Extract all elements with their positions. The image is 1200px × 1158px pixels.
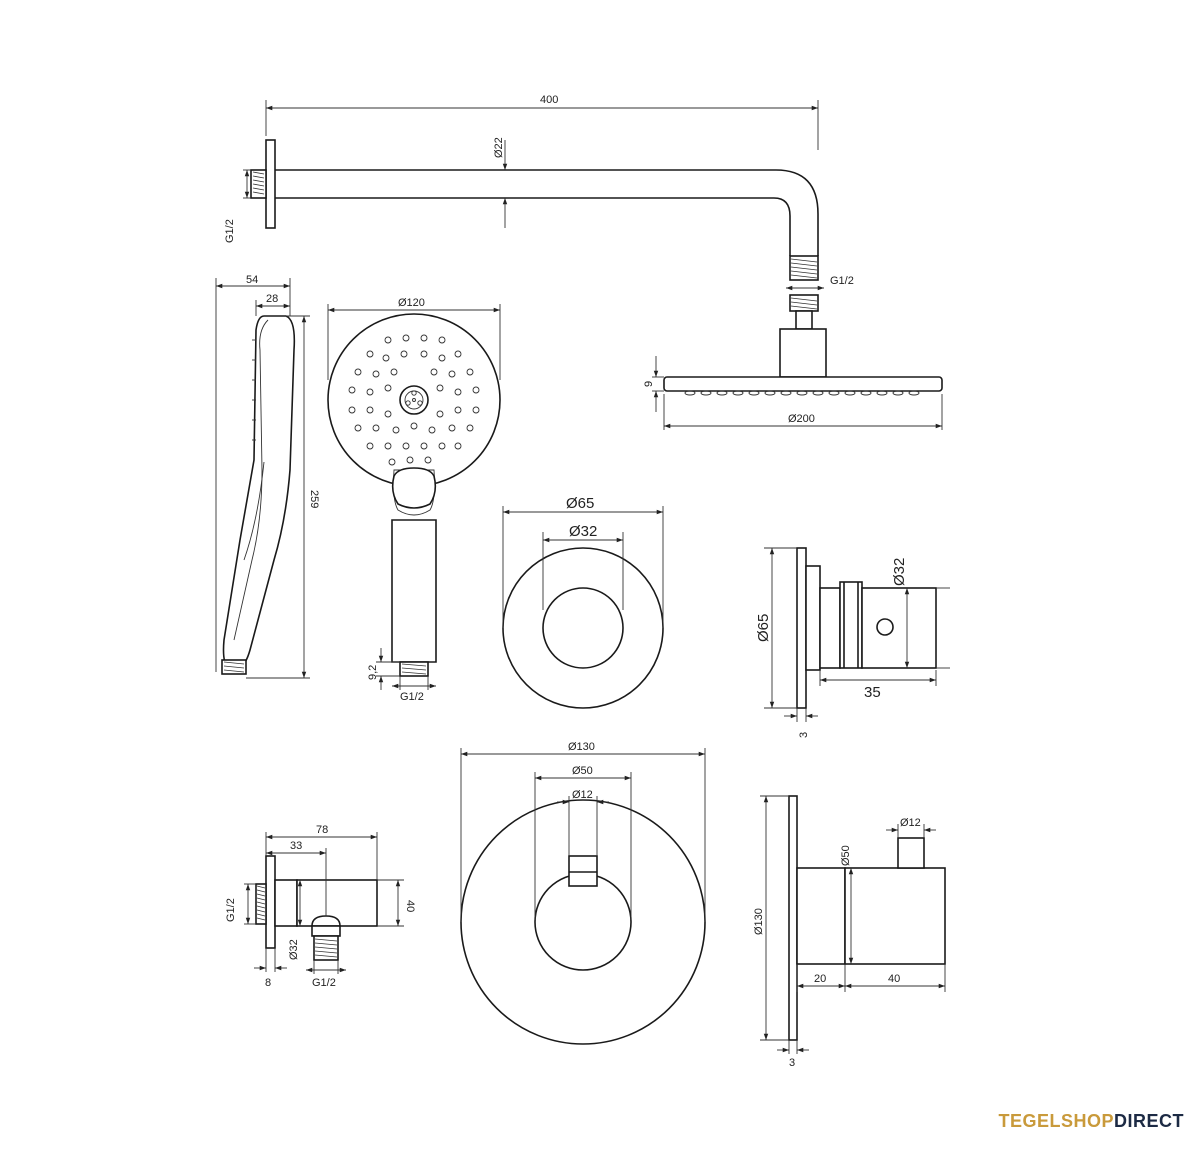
dim-side-spindle: Ø12	[900, 817, 921, 829]
dim-outlet-flange: 8	[265, 977, 271, 989]
brand-logo: TEGELSHOPDIRECT	[998, 1111, 1184, 1132]
dim-side-plate: Ø130	[753, 908, 765, 935]
dim-rose-outer: Ø65	[566, 495, 594, 512]
dim-hand-thread: G1/2	[400, 691, 424, 703]
dim-hand-length: 259	[308, 490, 320, 508]
dim-side-depth-a: 20	[814, 973, 826, 985]
hand-side-dimensions: 54 28 259	[215, 274, 320, 679]
brand-part-2: DIRECT	[1114, 1111, 1184, 1131]
shower-arm	[250, 139, 819, 281]
dim-thermo-spindle: Ø12	[572, 789, 593, 801]
arm-dimensions: 400 Ø22 G1/2	[224, 94, 819, 243]
thermostat-front	[460, 799, 706, 1045]
stop-valve-rose	[502, 547, 664, 709]
dim-outlet-thread-bottom: G1/2	[312, 977, 336, 989]
dim-rose-inner: Ø32	[569, 523, 597, 540]
dim-side-plate-thick: 3	[789, 1057, 795, 1069]
thermostat-dimensions: Ø130 Ø50 Ø12	[460, 741, 706, 922]
dim-stop-plate: 3	[798, 732, 810, 738]
dim-arm-diameter: Ø22	[493, 137, 505, 158]
outlet-dimensions: 78 33 G1/2 40 Ø32 8 G1/2	[225, 824, 416, 989]
dim-thermo-body: Ø50	[572, 765, 593, 777]
hand-shower-front	[327, 313, 501, 677]
dim-side-body: Ø50	[840, 845, 852, 866]
spray-nozzles	[348, 334, 480, 466]
head-dimensions: G1/2 9 Ø200	[643, 275, 943, 430]
dim-outlet-diameter: Ø32	[288, 939, 300, 960]
dim-stop-height: Ø65	[755, 614, 772, 642]
wall-outlet	[255, 855, 378, 961]
head-shower	[663, 294, 943, 396]
dim-arm-length: 400	[540, 94, 558, 106]
dim-hand-depth: 54	[246, 274, 258, 286]
dim-hand-depth-inner: 28	[266, 293, 278, 305]
dim-outlet-height: 40	[404, 900, 416, 912]
dim-outlet-offset: 33	[290, 840, 302, 852]
thermo-side-dimensions: Ø130 Ø12 Ø50 20 40 3	[753, 795, 946, 1069]
dim-arm-thread: G1/2	[224, 219, 236, 243]
dim-outlet-length: 78	[316, 824, 328, 836]
brand-part-1: TEGELSHOP	[998, 1111, 1114, 1131]
dim-head-diameter: Ø200	[788, 413, 815, 425]
stop-valve-side	[796, 547, 937, 709]
hand-shower-side	[221, 315, 296, 675]
dim-thermo-plate: Ø130	[568, 741, 595, 753]
nozzle-ring	[399, 385, 429, 415]
stop-side-dimensions: Ø65 Ø32 35 3	[755, 547, 950, 738]
thermostat-side	[788, 795, 946, 1041]
dim-side-depth-b: 40	[888, 973, 900, 985]
hand-front-dimensions: Ø120 9,2 G1/2	[327, 297, 501, 703]
rose-dimensions: Ø65 Ø32	[502, 495, 664, 628]
dim-hand-thread-len: 9,2	[367, 665, 379, 680]
dim-head-thread: G1/2	[830, 275, 854, 287]
dim-head-thickness: 9	[643, 381, 655, 387]
dim-stop-spindle: Ø32	[891, 558, 908, 586]
dim-hand-diameter: Ø120	[398, 297, 425, 309]
dim-stop-depth: 35	[864, 684, 881, 701]
dim-outlet-thread-side: G1/2	[225, 898, 237, 922]
